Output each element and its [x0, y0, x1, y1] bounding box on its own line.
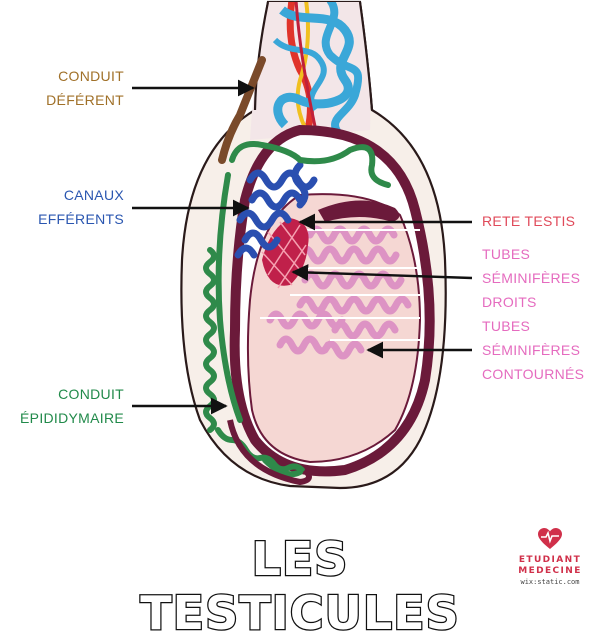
arrow-tubes-droits — [291, 264, 473, 281]
label-tubes-seminiferes-contournes: TUBES SÉMINIFÈRES CONTOURNÉS — [482, 314, 597, 386]
label-line: CANAUX — [63, 187, 124, 203]
label-line: CONTOURNÉS — [482, 366, 585, 382]
logo-line-2: MEDECINE — [518, 566, 582, 576]
mediastinum-fold — [318, 200, 400, 222]
vas-deferens — [218, 56, 266, 164]
testis-illustration — [132, 0, 473, 490]
label-line: EFFÉRENTS — [38, 211, 124, 227]
label-line: DÉFÉRENT — [46, 92, 124, 108]
label-line: DROITS — [482, 294, 537, 310]
label-line: RETE TESTIS — [482, 213, 576, 229]
heart-pulse-icon — [538, 528, 562, 549]
pointer-arrows — [132, 79, 473, 415]
page-title: LES TESTICULES — [139, 531, 460, 640]
label-conduit-deferent: CONDUIT DÉFÉRENT — [20, 64, 124, 112]
label-conduit-epididymaire: CONDUIT ÉPIDIDYMAIRE — [10, 382, 124, 430]
logo-line-1: ETUDIANT — [518, 555, 582, 565]
watermark-text: wix:static.com — [520, 578, 580, 586]
label-line: SÉMINIFÈRES — [482, 270, 581, 286]
septa — [260, 229, 420, 341]
label-line: SÉMINIFÈRES — [482, 342, 581, 358]
label-line: ÉPIDIDYMAIRE — [20, 410, 124, 426]
epididymis-tail — [227, 419, 312, 486]
label-canaux-efferents: CANAUX EFFÉRENTS — [20, 183, 124, 231]
label-line: TUBES — [482, 318, 531, 334]
label-line: CONDUIT — [58, 68, 124, 84]
diagram-stage — [132, 0, 473, 490]
spermatic-cord — [250, 2, 371, 140]
brand-logo: ETUDIANT MEDECINE wix:static.com — [510, 528, 590, 594]
label-tubes-seminiferes-droits: TUBES SÉMINIFÈRES DROITS — [482, 242, 597, 314]
label-rete-testis: RETE TESTIS — [482, 209, 597, 233]
label-line: CONDUIT — [58, 386, 124, 402]
label-line: TUBES — [482, 246, 531, 262]
